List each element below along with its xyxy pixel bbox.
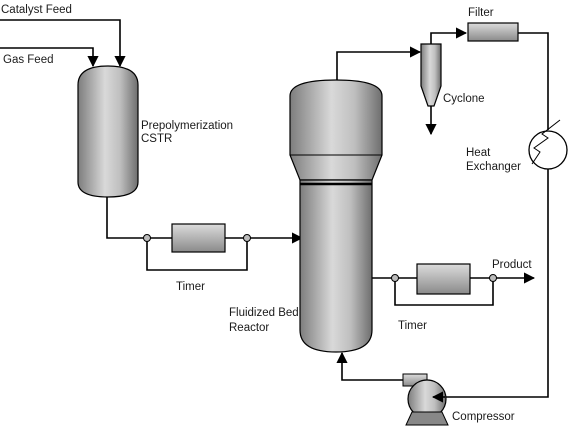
heat-exchanger-label-line2: Exchanger [466,161,521,173]
gas-feed-line [0,47,99,68]
timer-left-label: Timer [176,281,205,293]
fbr-label-line1: Fluidized Bed [229,307,299,319]
cstr-to-reactor-line [106,197,304,244]
valve-right-1 [391,274,399,282]
heat-exchanger [528,130,568,170]
timer-right-box [416,263,471,295]
catalyst-feed-label: Catalyst Feed [1,4,72,16]
prepoly-label-line2: CSTR [141,133,172,145]
cyclone [420,43,442,107]
valve-left-2 [243,234,251,242]
heat-exchanger-coil [531,119,561,165]
compressor-to-reactor-line [336,351,403,381]
fbr-label-line2: Reactor [229,322,269,334]
cyclone-to-filter-line [430,27,468,44]
timer-left-box [171,223,226,253]
valve-right-2 [489,274,497,282]
filter-label: Filter [468,7,494,19]
timer-right-bypass-line [394,278,494,306]
catalyst-feed-line [0,19,126,68]
timer-right-label: Timer [398,320,427,332]
valve-left-1 [143,234,151,242]
prepoly-cstr-vessel [77,65,139,198]
reactor-to-cyclone-line [336,46,422,80]
filter-to-exchanger-line [518,32,549,130]
compressor-label: Compressor [452,411,515,423]
reactor-expanded-top [289,79,383,181]
timer-left-bypass-line [146,238,248,271]
exchanger-to-compressor-line [445,169,549,398]
heat-exchanger-label-line1: Heat [466,147,491,159]
cyclone-label: Cyclone [443,93,485,105]
compressor-base [405,411,449,426]
prepoly-label-line1: Prepolymerization [141,120,233,132]
filter-box [467,22,519,42]
reactor-body [299,179,373,353]
gas-feed-label: Gas Feed [3,54,54,66]
product-label: Product [492,259,532,271]
